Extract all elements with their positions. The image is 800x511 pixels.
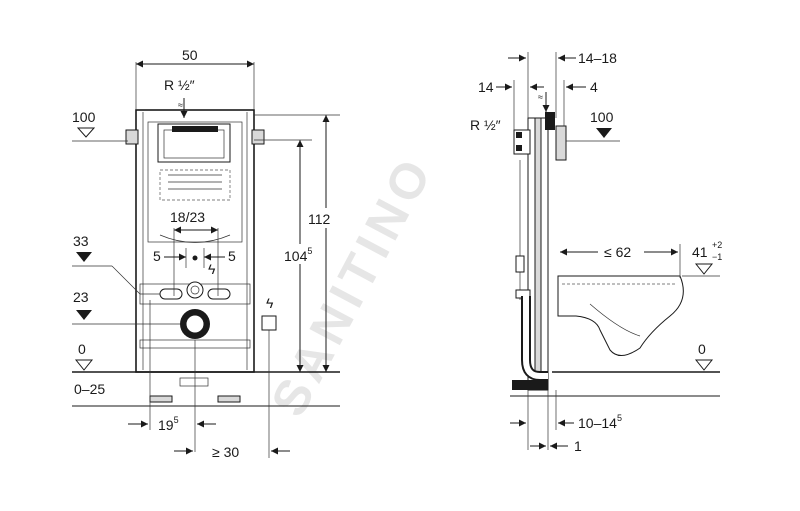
electric-symbol-icon: ϟ [266,295,274,311]
floor-foot [512,380,548,390]
supply-label: R ½″ [164,77,195,93]
toilet-bowl [557,275,684,356]
side-dim-4-label: 4 [590,79,598,95]
side-dim-14-18-label: 14–18 [578,50,617,66]
side-level-100-label: 100 [590,109,614,125]
mounting-bolt-left [159,288,183,300]
wall-bracket-left [125,129,139,145]
level-33-label: 33 [73,233,89,249]
flush-connector [186,281,204,299]
offset-right-label: 5 [228,248,236,264]
width-label: 50 [182,47,198,63]
floor-range-label: 0–25 [74,381,105,397]
level-100-label: 100 [72,109,96,125]
front-view: ϟ ϟ ≈ 50 R ½″ 100 112 1045 18/23 5 5 [72,47,342,460]
level-marker-33 [76,252,92,262]
side-dim-1-label: 1 [574,438,582,454]
side-level-41-plus: +2 [712,240,722,250]
water-inlet-icon: ≈ [178,100,183,110]
level-marker-0 [74,359,94,371]
side-dim-14-label: 14 [478,79,494,95]
side-level-marker-100 [596,128,612,138]
dim-30-label: ≥ 30 [212,444,239,460]
side-water-inlet-icon: ≈ [538,92,543,102]
cistern-outline [147,121,243,243]
electrical-box [261,315,277,331]
side-wall-bracket [555,125,567,161]
electric-symbol-icon-2: ϟ [208,261,216,277]
level-marker-23 [76,310,92,320]
side-supply-label: R ½″ [470,117,501,133]
side-view: ≈ 14–18 14 4 R ½″ 100 ≤ 62 41 +2 −1 [470,50,722,454]
height-112-label: 112 [308,211,331,227]
level-0-label: 0 [78,341,86,357]
side-dim-62-label: ≤ 62 [604,244,631,260]
spacing-18-23-label: 18/23 [170,209,205,225]
side-level-marker-41 [694,263,714,275]
side-level-41-label: 41 [692,244,708,260]
offset-left-label: 5 [153,248,161,264]
level-23-label: 23 [73,289,89,305]
wall-bracket-right [251,129,265,145]
side-level-41-minus: −1 [712,252,722,262]
watermark: SANITINO [260,146,444,426]
level-marker-100 [76,127,96,138]
mounting-bolt-right [207,288,231,300]
dim-19-label: 195 [158,415,179,433]
side-level-marker-0 [694,359,714,371]
height-104-label: 1045 [284,246,312,264]
side-dim-10-14-label: 10–145 [578,413,622,431]
side-level-0-label: 0 [698,341,706,357]
